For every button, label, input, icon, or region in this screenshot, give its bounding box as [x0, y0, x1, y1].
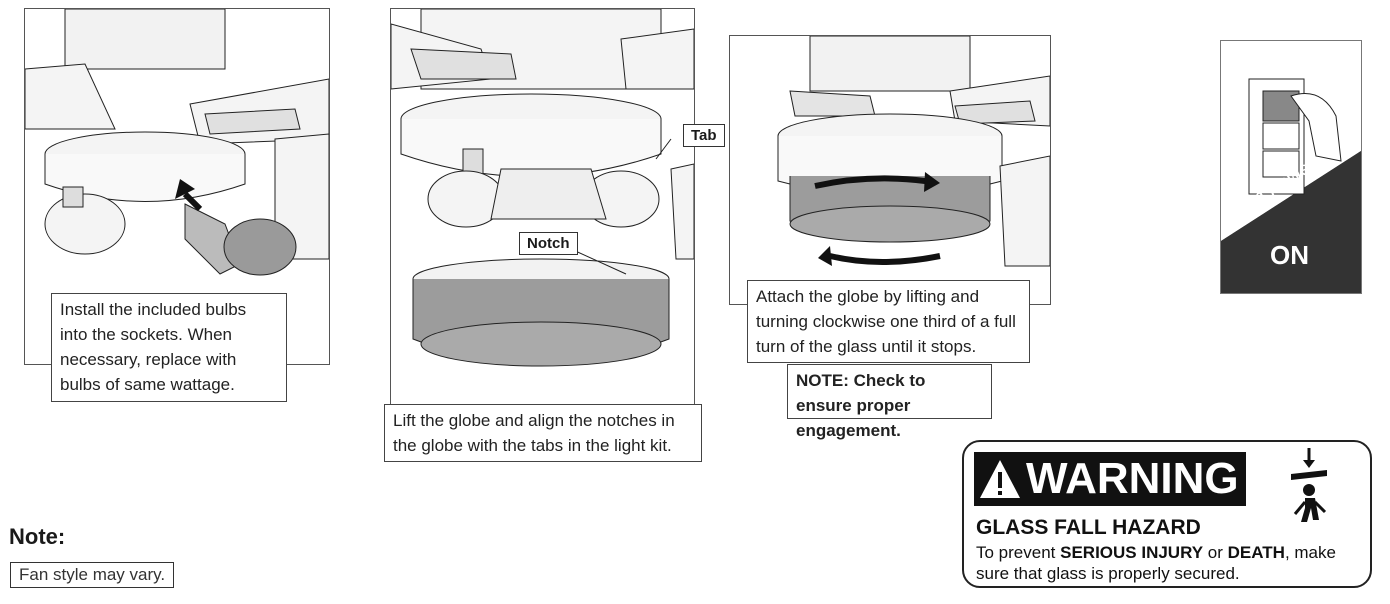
step1-illustration-panel — [24, 8, 330, 365]
notch-label-text: Notch — [527, 235, 570, 252]
warning-subtitle: GLASS FALL HAZARD — [976, 516, 1201, 539]
turn-power-on-panel — [1220, 40, 1362, 294]
tab-label: Tab — [683, 124, 725, 147]
note-title: Note: — [9, 524, 66, 549]
warning-title: WARNING — [1026, 454, 1239, 503]
light-switch-hand-icon — [1221, 78, 1361, 293]
step1-text: Install the included bulbs into the sock… — [60, 300, 247, 394]
note-box: Fan style may vary. — [10, 562, 175, 588]
step3-note-text: NOTE: Check to ensure proper engagement. — [796, 371, 926, 440]
step3-illustration-panel — [729, 35, 1051, 305]
step3-note: NOTE: Check to ensure proper engagement. — [787, 364, 992, 440]
warning-banner: WARNING — [974, 452, 1246, 506]
tab-label-text: Tab — [691, 127, 717, 144]
step1-instruction: Install the included bulbs into the sock… — [51, 293, 287, 402]
warning-text-b: SERIOUS INJURY — [1060, 543, 1204, 562]
warning-text-d: DEATH — [1227, 543, 1285, 562]
warning-text-e: , make sure that glass is properly secur… — [976, 543, 1336, 583]
note-text: Fan style may vary. — [19, 565, 166, 584]
step3-instruction: Attach the globe by lifting and turning … — [747, 280, 1030, 363]
globe-attach-illustration — [777, 36, 1050, 267]
power-on-text: ON — [1270, 240, 1309, 270]
falling-glass-person-icon — [1291, 448, 1327, 522]
globe-align-illustration — [391, 9, 694, 367]
warning-label: WARNING GLASS FALL HAZARD To prevent SER… — [962, 440, 1372, 588]
warning-text-c: or — [1203, 543, 1228, 562]
step2-text: Lift the globe and align the notches in … — [393, 411, 675, 455]
step2-instruction: Lift the globe and align the notches in … — [384, 404, 702, 462]
warning-text-a: To prevent — [976, 543, 1061, 562]
warning-body: To prevent SERIOUS INJURY or DEATH, make… — [976, 542, 1356, 584]
step3-text: Attach the globe by lifting and turning … — [756, 287, 1016, 356]
fan-bulb-install-illustration — [25, 9, 329, 276]
step2-illustration-panel — [390, 8, 695, 405]
warning-triangle-icon — [980, 460, 1020, 498]
notch-label: Notch — [519, 232, 578, 255]
